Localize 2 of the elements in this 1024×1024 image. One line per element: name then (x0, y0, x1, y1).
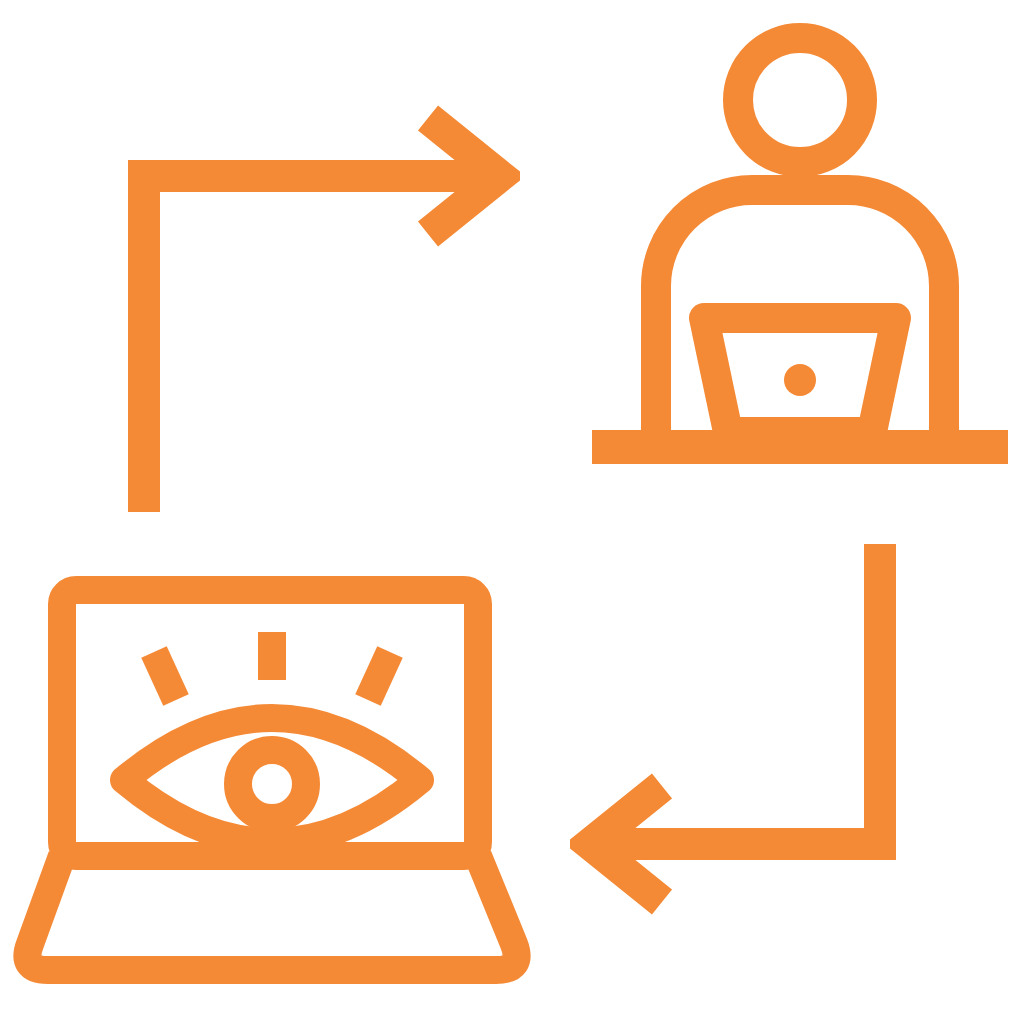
arrow (574, 544, 896, 918)
arrow (128, 102, 516, 512)
